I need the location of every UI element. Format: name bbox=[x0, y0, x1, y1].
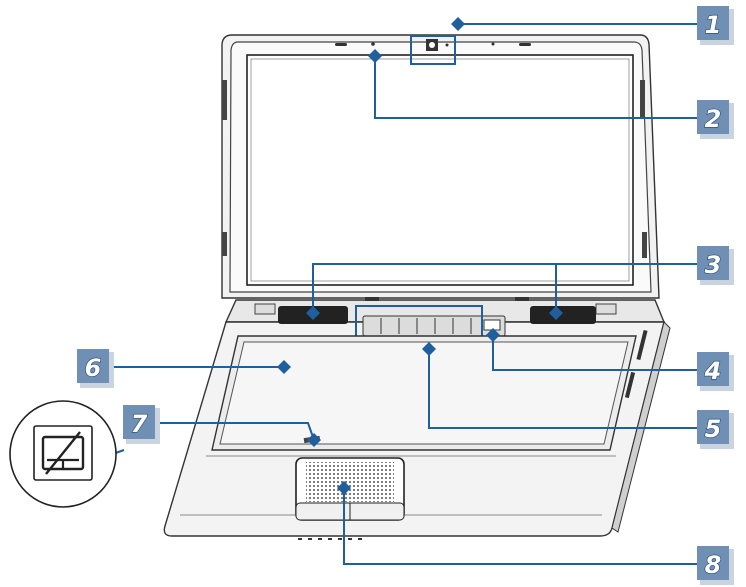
callout-4: 4 bbox=[697, 352, 734, 391]
callout-4-label: 4 bbox=[704, 357, 722, 385]
callout-3-label: 3 bbox=[705, 251, 722, 279]
speaker-right bbox=[530, 306, 596, 324]
callout-5-label: 5 bbox=[705, 415, 722, 443]
callout-2-label: 2 bbox=[705, 105, 722, 133]
callout-3: 3 bbox=[697, 246, 734, 285]
callout-5: 5 bbox=[697, 410, 734, 449]
webcam-module bbox=[410, 35, 456, 65]
front-leds bbox=[298, 538, 362, 540]
callout-7: 7 bbox=[123, 405, 160, 444]
quick-launch-buttons bbox=[362, 315, 506, 337]
callout-6: 6 bbox=[77, 349, 114, 388]
touchpad-disabled-icon bbox=[9, 400, 117, 508]
callout-6-label: 6 bbox=[85, 354, 102, 382]
pointer-markers bbox=[277, 17, 563, 495]
microphone-dot bbox=[371, 42, 375, 46]
callout-8: 8 bbox=[697, 546, 734, 585]
callout-1-label: 1 bbox=[705, 11, 722, 39]
callout-8-label: 8 bbox=[705, 551, 722, 579]
display-screen bbox=[246, 54, 634, 286]
callout-7-label: 7 bbox=[131, 410, 148, 438]
laptop-illustration bbox=[163, 34, 671, 540]
callout-1: 1 bbox=[697, 6, 734, 45]
leader-lines bbox=[109, 23, 705, 565]
callout-2: 2 bbox=[697, 100, 734, 139]
